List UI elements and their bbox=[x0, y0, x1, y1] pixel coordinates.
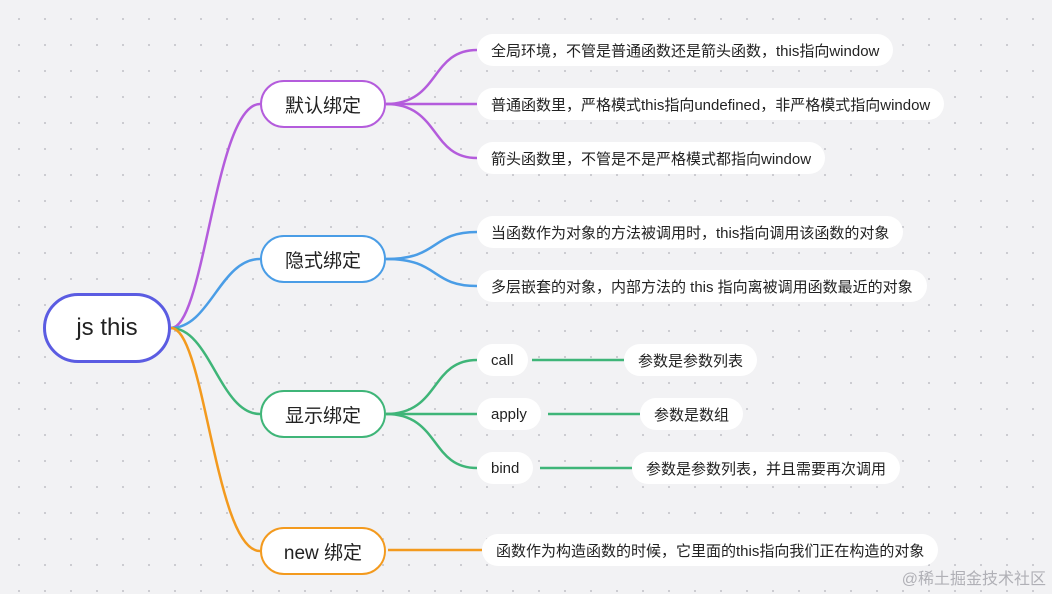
default-binding-item[interactable]: 全局环境，不管是普通函数还是箭头函数，this指向window bbox=[477, 34, 894, 66]
implicit-binding-item[interactable]: 多层嵌套的对象，内部方法的 this 指向离被调用函数最近的对象 bbox=[477, 270, 927, 302]
explicit-method-bind[interactable]: bind bbox=[477, 452, 534, 484]
link-explicit-bind bbox=[385, 412, 478, 470]
link-explicit-call bbox=[385, 358, 478, 416]
link-root-implicit bbox=[170, 257, 261, 330]
implicit-binding-item[interactable]: 当函数作为对象的方法被调用时，this指向调用该函数的对象 bbox=[477, 216, 904, 248]
category-new-binding[interactable]: new 绑定 bbox=[260, 527, 386, 575]
category-implicit-binding[interactable]: 隐式绑定 bbox=[260, 235, 386, 283]
root-node[interactable]: js this bbox=[43, 293, 171, 363]
link-implicit-1 bbox=[385, 230, 478, 261]
link-default-3 bbox=[385, 102, 478, 160]
explicit-method-call[interactable]: call bbox=[477, 344, 528, 376]
bind-description[interactable]: 参数是参数列表，并且需要再次调用 bbox=[632, 452, 901, 484]
link-root-explicit bbox=[170, 326, 261, 416]
watermark: @稀土掘金技术社区 bbox=[901, 571, 1046, 588]
category-default-binding[interactable]: 默认绑定 bbox=[260, 80, 386, 128]
explicit-method-apply[interactable]: apply bbox=[477, 398, 541, 430]
link-root-new bbox=[170, 326, 261, 553]
new-binding-item[interactable]: 函数作为构造函数的时候，它里面的this指向我们正在构造的对象 bbox=[482, 534, 939, 566]
apply-description[interactable]: 参数是数组 bbox=[640, 398, 744, 430]
default-binding-item[interactable]: 普通函数里，严格模式this指向undefined，非严格模式指向window bbox=[477, 88, 945, 120]
call-description[interactable]: 参数是参数列表 bbox=[624, 344, 758, 376]
link-root-default bbox=[170, 102, 261, 330]
link-implicit-2 bbox=[385, 257, 478, 288]
link-default-1 bbox=[385, 48, 478, 106]
category-explicit-binding[interactable]: 显示绑定 bbox=[260, 390, 386, 438]
default-binding-item[interactable]: 箭头函数里，不管是不是严格模式都指向window bbox=[477, 142, 826, 174]
